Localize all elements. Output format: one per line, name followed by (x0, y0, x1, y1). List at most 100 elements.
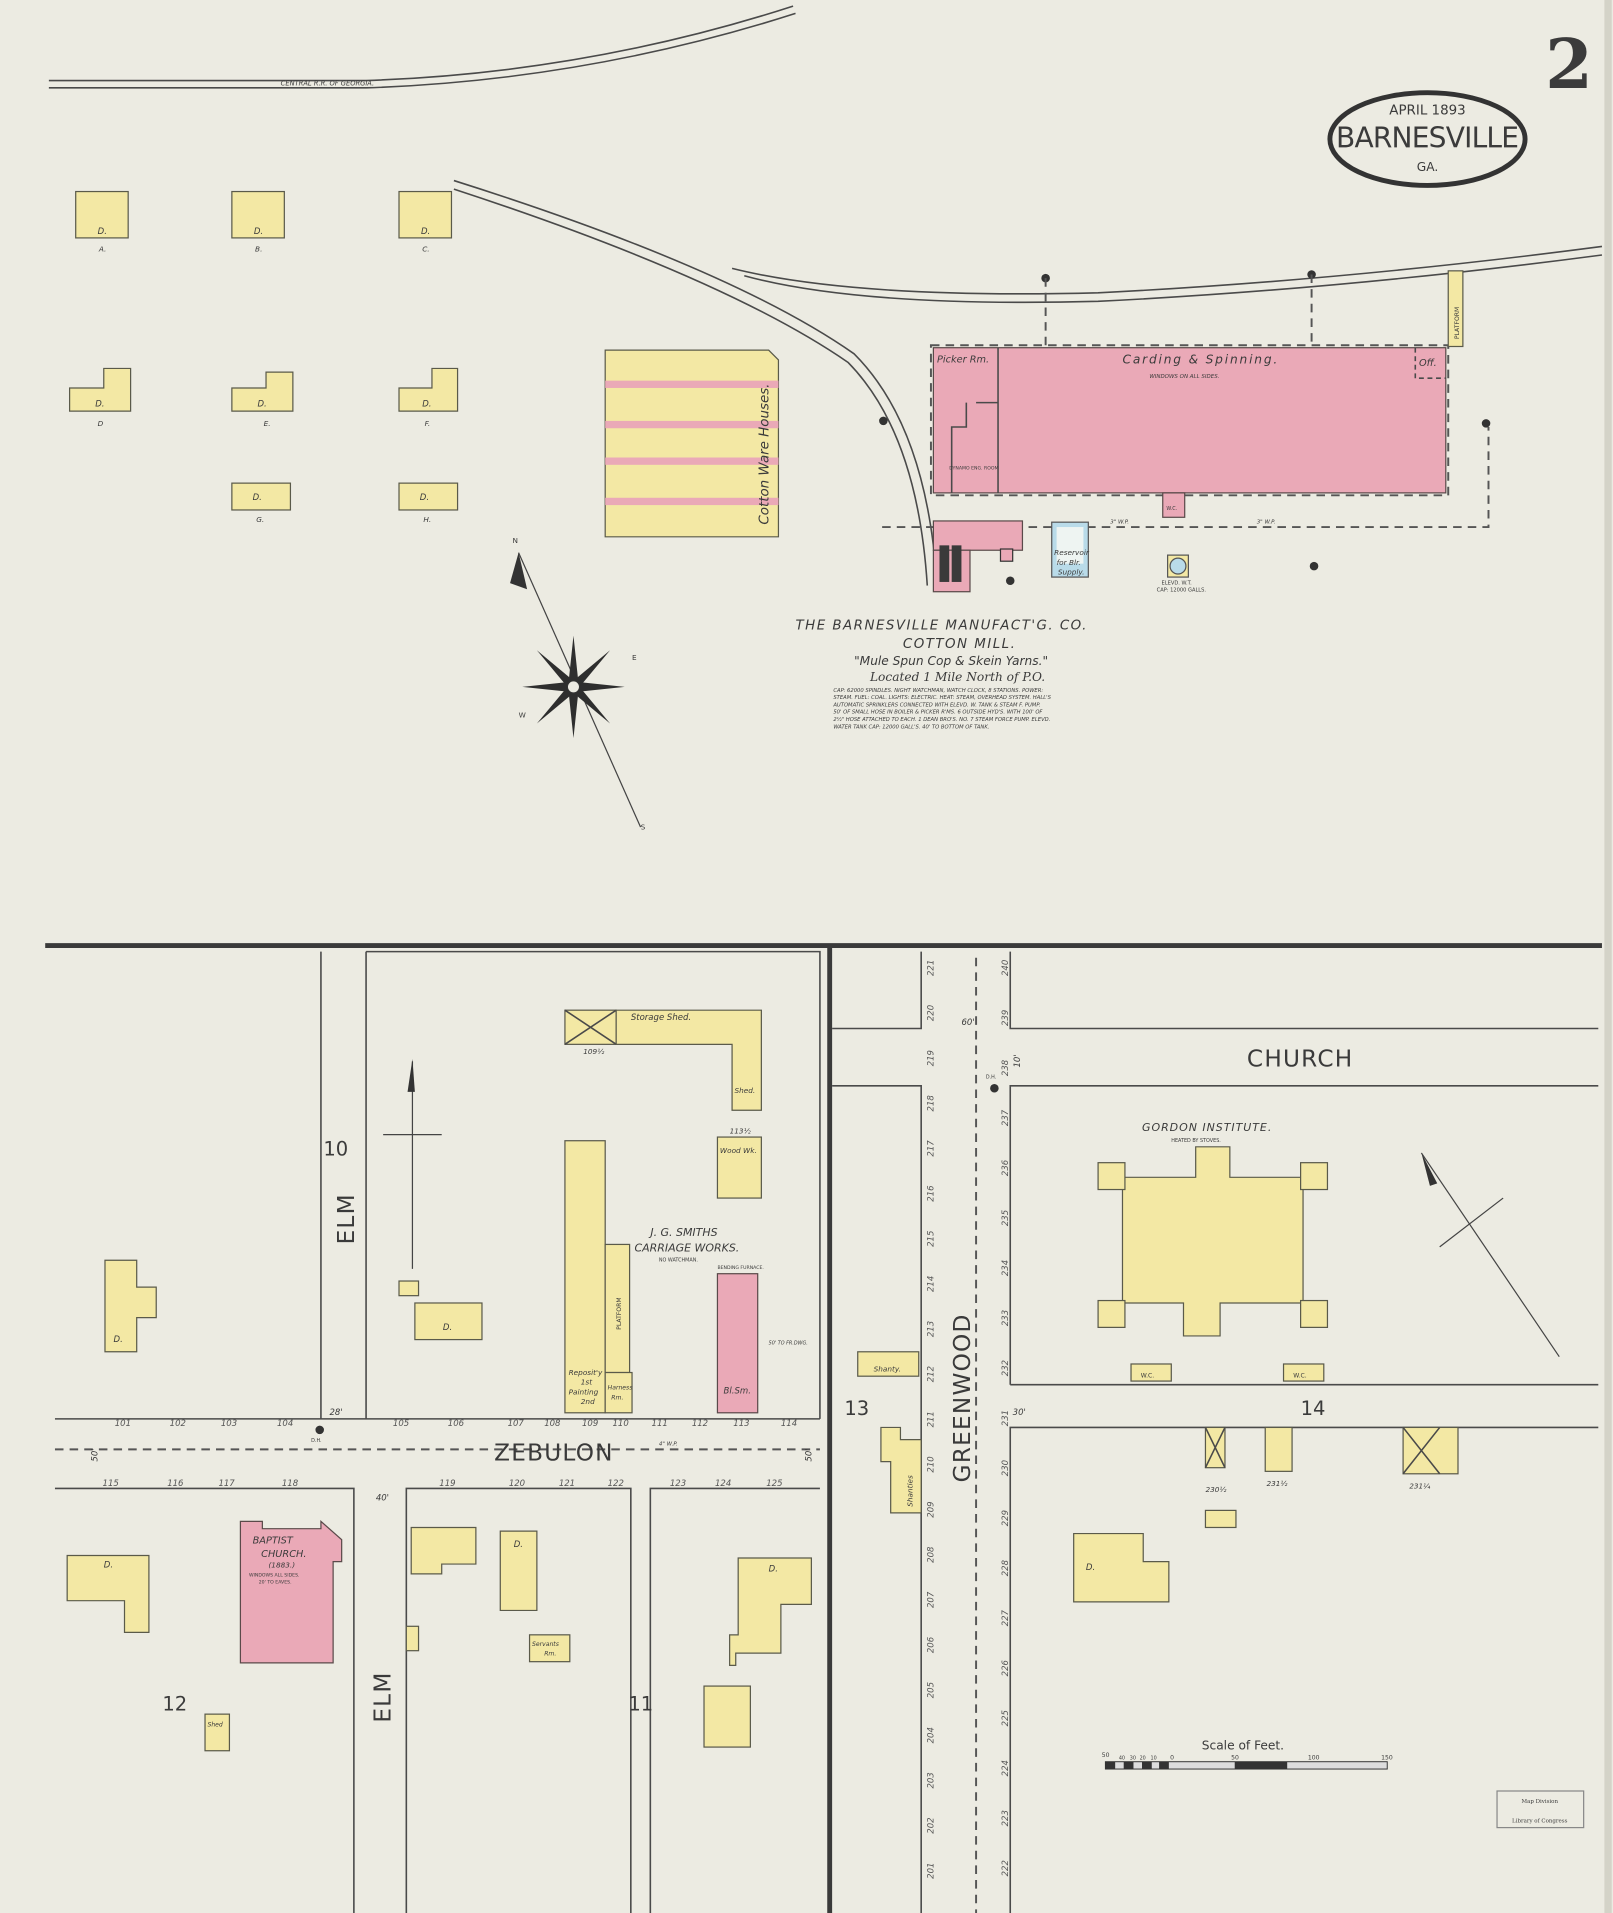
dwellings-group: D. D. D. D. D. D. D. D. A. B. C. D E. F.… (68, 190, 459, 524)
compass-w: W (519, 710, 526, 719)
mill-platform (1447, 270, 1464, 348)
servants-label: Servants (532, 1640, 560, 1648)
servants-label: Rm. (544, 1651, 556, 1658)
scale-tick: 20 (1140, 1755, 1146, 1761)
address-number: 231¼ (1409, 1481, 1430, 1490)
repository (564, 1140, 606, 1414)
house-number: 217 (926, 1140, 936, 1157)
storage-shed-label: Storage Shed. (631, 1013, 691, 1023)
house-number: 221 (926, 960, 936, 976)
house-number: 206 (926, 1636, 936, 1653)
house-number: 240 (1001, 960, 1011, 976)
dwelling-letter: A. (98, 244, 106, 253)
house-number: 125 (766, 1479, 782, 1489)
house-number: 118 (282, 1479, 299, 1489)
scale-tick: 50 (1102, 1752, 1110, 1759)
library-of-congress-stamp: Map Division Library of Congress (1496, 1790, 1585, 1829)
dynamo-label: DYNAMO ENG. ROOM (949, 466, 998, 472)
mill-building (932, 347, 1447, 494)
house-number: 117 (218, 1479, 235, 1489)
house-number: 121 (559, 1479, 575, 1489)
house-number: 201 (926, 1863, 936, 1879)
hydrant (990, 1083, 999, 1093)
railroad-label: CENTRAL R.R. OF GEORGIA. (281, 79, 374, 87)
shanty-label: Shanty. (874, 1364, 901, 1373)
house-number: 220 (926, 1005, 936, 1021)
dwelling-b (231, 190, 285, 239)
block-10-buildings: D. D. Storage Shed. 109½ Shed. 113½ Wood… (104, 1009, 808, 1414)
cotton-mill: PLATFORM W.C. Picker Rm. Carding & Spinn… (879, 270, 1491, 594)
stamp-line1: Map Division (1521, 1799, 1558, 1805)
scale-tick: 50 (1231, 1754, 1239, 1761)
church-name: (1883.) (268, 1561, 295, 1570)
width-label: 10' (1013, 1054, 1023, 1067)
dwelling-letter: E. (264, 419, 271, 428)
north-arrow-icon (510, 552, 528, 590)
block-number-13: 13 (844, 1397, 869, 1420)
gordon-heat: HEATED BY STOVES. (1171, 1138, 1221, 1144)
compass-e: E (632, 653, 637, 662)
house-number: 103 (221, 1419, 237, 1429)
house-number: 113 (733, 1419, 749, 1429)
house-number: 214 (926, 1276, 936, 1292)
house-number: 105 (393, 1419, 409, 1429)
mill-spur-tracks (453, 179, 1603, 586)
dwelling-label: D. (514, 1540, 523, 1550)
mill-title: THE BARNESVILLE MANUFACT'G. CO. (796, 619, 1088, 634)
watchman-note: NO WATCHMAN. (659, 1258, 698, 1264)
cotton-warehouses: Cotton Ware Houses. (604, 349, 780, 538)
furnace-label: BENDING FURNACE. (717, 1265, 763, 1271)
address-number: 231½ (1266, 1479, 1287, 1488)
outbuilding (1402, 1426, 1459, 1475)
pipe-label: 3" W.P. (1257, 519, 1276, 525)
house-number: 234 (1001, 1260, 1011, 1276)
dwelling (1073, 1532, 1170, 1603)
wood-shop-label: Wood Wk. (720, 1146, 757, 1155)
dwelling-letter: F. (425, 419, 431, 428)
firewall (605, 497, 779, 506)
house-number: 124 (715, 1479, 731, 1489)
office-label: Off. (1419, 358, 1437, 369)
gordon-name: GORDON INSTITUTE. (1142, 1121, 1272, 1134)
compass-star-icon (522, 635, 625, 739)
house-number: 110 (613, 1419, 629, 1429)
house-number: 225 (1001, 1710, 1011, 1726)
dwelling (729, 1557, 812, 1666)
scale-label: Scale of Feet. (1202, 1739, 1284, 1753)
mill-note: 50' OF SMALL HOSE IN BOILER & PICKER R'M… (833, 710, 1043, 716)
house-number: 238 (1001, 1059, 1011, 1076)
house-number: 228 (1001, 1559, 1011, 1576)
house-number: 112 (692, 1419, 708, 1429)
house-number: 218 (926, 1095, 936, 1112)
church-note: WINDOWS ALL SIDES. (249, 1572, 300, 1578)
hydrants (879, 270, 1491, 586)
dwelling-label: D. (254, 227, 263, 237)
scale-tick: 150 (1381, 1754, 1393, 1761)
mill-note: CAP: 62000 SPINDLES. NIGHT WATCHMAN, WAT… (833, 688, 1043, 694)
lower-left-streets: ELM ELM ZEBULON 28' 40' 50' 50' 4" W.P. … (54, 950, 821, 1913)
church-name: CHURCH. (261, 1549, 306, 1560)
dwelling-letter: H. (423, 515, 431, 524)
street-zebulon: ZEBULON (494, 1439, 614, 1466)
shanties-label: Shanties (906, 1475, 915, 1507)
house-number: 203 (926, 1772, 936, 1788)
house-number: 114 (781, 1419, 797, 1429)
sheet-number: 2 (1545, 25, 1593, 105)
outbuilding (1264, 1426, 1293, 1472)
platform-label: PLATFORM (1454, 307, 1461, 339)
outbuilding (1204, 1509, 1237, 1529)
width-label: 40' (376, 1494, 389, 1504)
repository-label: Painting (569, 1387, 599, 1396)
house-number: 211 (926, 1411, 936, 1427)
north-arrow-icon (1421, 1152, 1438, 1186)
tank-label: CAP: 12000 GALLS. (1157, 588, 1207, 594)
house-number: 233 (1001, 1310, 1011, 1326)
mill-product: "Mule Spun Cop & Skein Yarns." (854, 654, 1048, 668)
blacksmith-shop (716, 1273, 759, 1414)
house-number: 210 (926, 1456, 936, 1472)
house-number: 111 (652, 1419, 668, 1429)
dwelling-label: D. (421, 227, 430, 237)
platform-label: PLATFORM (616, 1297, 623, 1329)
width-label: 28' (329, 1408, 342, 1418)
